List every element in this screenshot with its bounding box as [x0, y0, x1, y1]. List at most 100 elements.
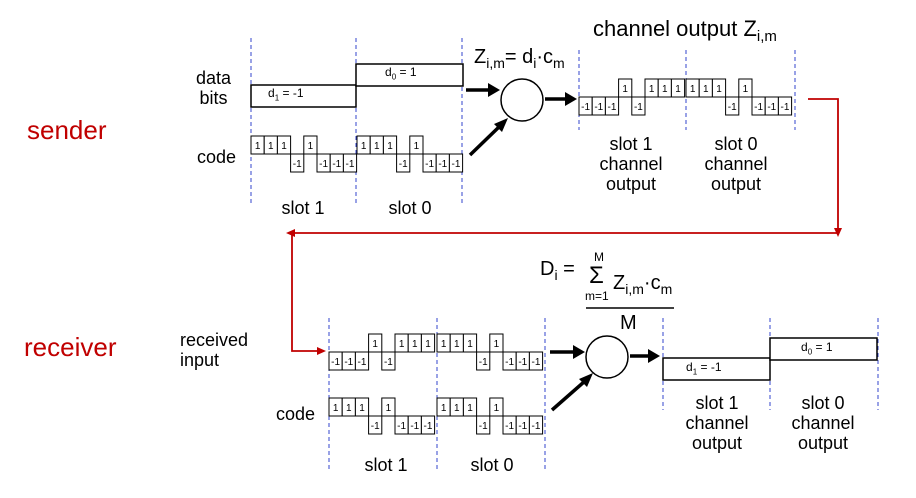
label-line: slot 1 [695, 393, 739, 413]
received-slot1-chip [420, 333, 436, 353]
data-bit-text-slot1: d1 = -1 [268, 86, 304, 103]
received-slot1-chip-label: 1 [425, 339, 431, 350]
sender-code-slot0-chip-label: 1 [387, 141, 393, 152]
receiver-code-slot1-chip [381, 397, 396, 417]
sigma-upper: M [594, 250, 604, 264]
formula-summand: Zi,m·cm [613, 272, 672, 297]
received-slot0-chip-label: -1 [479, 357, 488, 368]
formula-dot: · [536, 46, 544, 68]
sender-code-slot0-chip [396, 153, 411, 173]
received-label-line1: received [180, 330, 249, 350]
channel-title-text: channel output Z [593, 16, 757, 41]
channel-slot1-chip-label: 1 [622, 84, 628, 95]
received-slot1-chip-label: -1 [331, 357, 340, 368]
receiver-code-slot1-chip [354, 397, 370, 417]
receiver-slot1-label: slot 1 [364, 455, 408, 475]
output-d: d [686, 360, 693, 374]
channel-slot0-chip-label: -1 [781, 102, 790, 113]
formula-c: c [543, 46, 554, 68]
arrowhead [579, 373, 593, 387]
channel-slot1-chip-label: -1 [594, 102, 603, 113]
receiver-code-slot0-chip-label: 1 [454, 403, 460, 414]
sender-code-slot0-chip [409, 135, 424, 155]
label-line: slot 0 [801, 393, 845, 413]
arrowhead [494, 118, 508, 132]
channel-slot0-chip-label: -1 [754, 102, 763, 113]
channel-slot1-label: slot 1 channel output [581, 134, 681, 194]
receiver-code-slot0-chip-label: -1 [518, 421, 527, 432]
receiver-code-slot1-chip-label: -1 [397, 421, 406, 432]
formula-d-sub: i [554, 267, 558, 283]
channel-title-sub: i,m [756, 28, 777, 45]
receiver-code-slot0-chip-label: -1 [532, 421, 541, 432]
channel-slot0-chip [711, 78, 727, 98]
formula-z-sub: i,m [625, 281, 644, 297]
sender-code-slot1-chip [342, 153, 358, 173]
received-slot0-chip-label: 1 [454, 339, 460, 350]
received-slot0-chip [462, 333, 478, 353]
sender-code-slot1-chip [276, 135, 292, 155]
received-slot1-chip-label: 1 [399, 339, 405, 350]
data-bit-sub: 1 [274, 93, 280, 103]
received-slot0-chip-label: 1 [494, 339, 500, 350]
received-slot1-chip [381, 351, 396, 371]
formula-dot: · [643, 272, 651, 294]
red-arrowhead [317, 347, 326, 355]
output-bar-slot1 [662, 357, 771, 381]
channel-slot1-chip-label: 1 [675, 84, 681, 95]
receiver-code-slot1-chip-label: 1 [359, 403, 365, 414]
received-slot0-chip [528, 351, 544, 371]
output-bar-slot0 [769, 337, 878, 361]
channel-slot1-chip-label: -1 [581, 102, 590, 113]
formula-z: Z [474, 46, 487, 68]
output-value: = 1 [812, 340, 833, 354]
received-slot1-chip-label: -1 [358, 357, 367, 368]
received-slot1-chip-label: 1 [412, 339, 418, 350]
received-slot0-chip-label: -1 [505, 357, 514, 368]
channel-slot0-chip [725, 96, 740, 116]
channel-slot1-chip-label: 1 [649, 84, 655, 95]
data-bit-bar-slot1 [250, 84, 357, 108]
receiver-code-slot1-chip [420, 415, 436, 435]
sender-code-slot0-chip-label: -1 [452, 159, 461, 170]
received-input-label: received input [180, 330, 248, 370]
sender-code-slot1-chip-label: 1 [281, 141, 287, 152]
data-label-line2: bits [199, 88, 228, 109]
received-slot1-chip-label: -1 [384, 357, 393, 368]
receiver-code-slot0-chip [476, 415, 491, 435]
label-line: slot 0 [714, 134, 758, 154]
formula-d: D [540, 258, 555, 280]
label-line: output [710, 174, 762, 195]
output-slot0-label: slot 0 channel output [773, 393, 873, 453]
output-text-slot1: d1 = -1 [686, 360, 722, 377]
sender-code-slot1-chip-label: 1 [308, 141, 314, 152]
data-bit-d: d [385, 65, 392, 79]
received-slot0-chip-label: 1 [467, 339, 473, 350]
channel-slot0-chip-label: 1 [716, 84, 722, 95]
channel-output-title: channel output Zi,m [593, 16, 777, 46]
data-bit-text-slot0: d0 = 1 [385, 65, 417, 82]
received-slot1-chip [368, 333, 383, 353]
formula-c-sub: m [553, 55, 565, 71]
output-value: = -1 [697, 360, 722, 374]
data-label-line1: data [196, 68, 232, 88]
channel-slot0-chip-label: 1 [703, 84, 709, 95]
sender-slot0-label: slot 0 [388, 198, 432, 218]
sender-code-slot0-chip-label: 1 [414, 141, 420, 152]
sender-code-label: code [197, 147, 237, 167]
channel-slot0-label: slot 0 channel output [686, 134, 786, 194]
channel-slot1-chip-label: 1 [662, 84, 668, 95]
arrow-rcode-to-mult [550, 379, 587, 412]
sender-code-slot0-chip-label: -1 [399, 159, 408, 170]
arrowhead [488, 83, 500, 97]
formula-eq: = [563, 258, 575, 280]
sender-code-slot0-chip-label: 1 [374, 141, 380, 152]
received-slot0-chip-label: -1 [518, 357, 527, 368]
formula-z-sub: i,m [486, 55, 505, 71]
receiver-multiplier-circle [585, 335, 629, 379]
receiver-code-slot0-chip-label: 1 [441, 403, 447, 414]
receiver-code-slot1-chip [368, 415, 383, 435]
sender-code-slot1-chip [303, 135, 318, 155]
receiver-code-slot0-chip [528, 415, 544, 435]
